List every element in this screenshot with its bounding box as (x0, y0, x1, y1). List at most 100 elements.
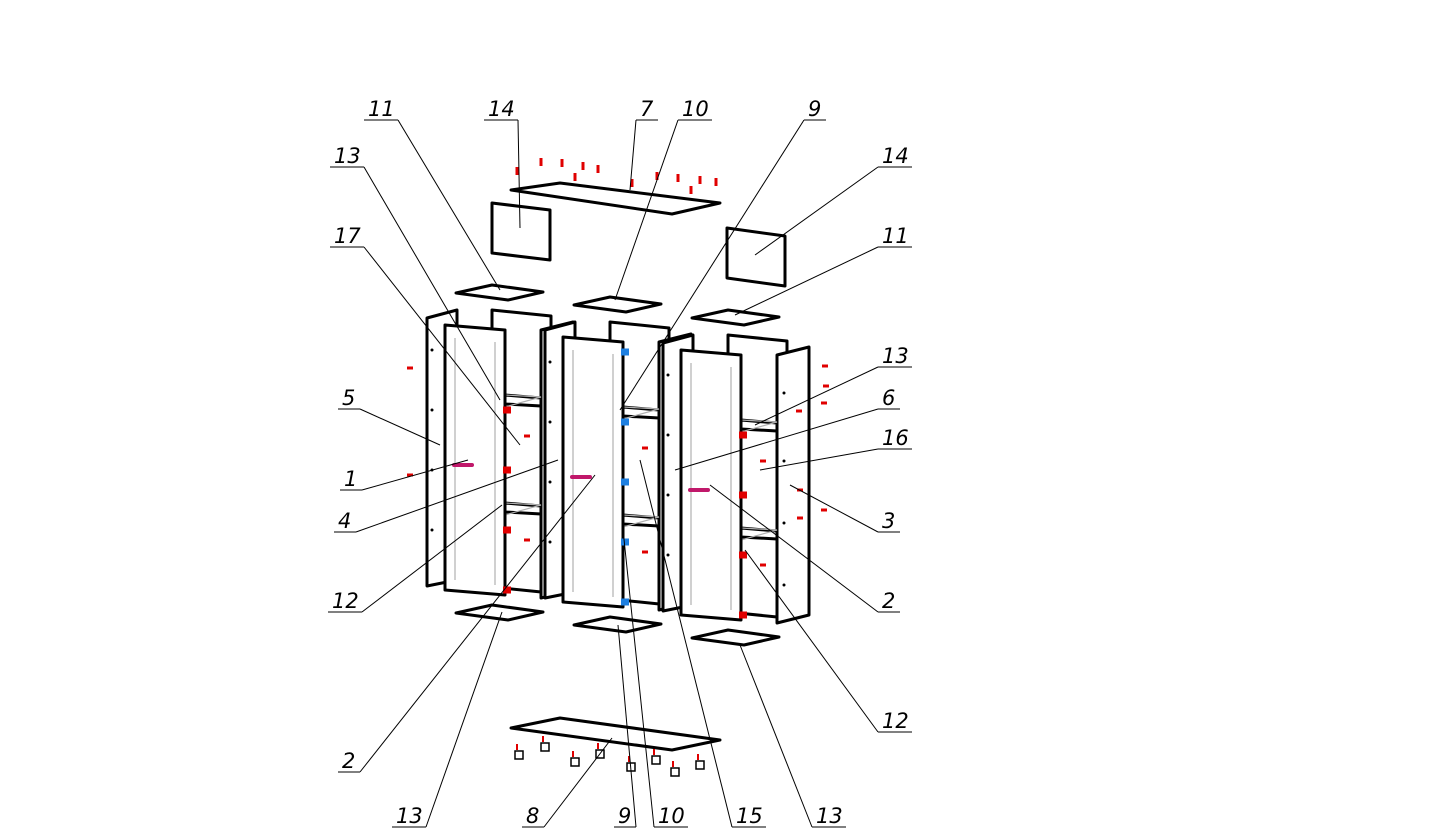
leader-line (789, 484, 879, 533)
leader-line (754, 366, 879, 426)
dowel (630, 179, 634, 187)
back-square-panel (725, 226, 787, 288)
leader-line (674, 408, 879, 471)
handle (452, 463, 474, 467)
callout-number: 7 (640, 97, 654, 121)
cam-fastener (739, 551, 747, 559)
callout-number: 2 (882, 589, 895, 613)
cam-fastener (739, 611, 747, 619)
hole (666, 373, 670, 377)
callout: 2 (709, 484, 900, 613)
callout: 7 (629, 97, 658, 191)
confirmat (642, 550, 648, 554)
confirmat (760, 459, 766, 463)
confirmat (821, 508, 827, 512)
module-bottom-plate (454, 603, 545, 622)
callout: 2 (338, 474, 596, 773)
callout-number: 15 (736, 804, 763, 828)
callout-number: 11 (882, 224, 909, 248)
leader-line (397, 119, 501, 291)
confirmat (407, 366, 413, 370)
side-panel-front (679, 348, 743, 622)
hole (782, 391, 786, 395)
side-panel-right (775, 345, 811, 625)
callout-number: 16 (882, 426, 909, 450)
callout: 10 (614, 97, 712, 301)
leader-line (425, 611, 503, 828)
dowel (596, 165, 600, 173)
callout: 13 (739, 644, 846, 828)
callout-number: 12 (882, 709, 909, 733)
cam-fastener (621, 478, 629, 486)
confirmat (823, 384, 829, 388)
confirmat (821, 401, 827, 405)
leg-foot (695, 760, 705, 770)
callout-number: 3 (882, 509, 895, 533)
back-square-panel (490, 201, 552, 262)
callout: 11 (364, 97, 501, 291)
leader-line (629, 119, 637, 191)
hole (548, 420, 552, 424)
dowel (689, 186, 693, 194)
leader-line (361, 504, 503, 613)
dowel (515, 167, 519, 175)
leader-line (621, 519, 655, 828)
bottom-plate (509, 716, 722, 752)
confirmat (760, 563, 766, 567)
leg-screw (597, 743, 599, 749)
leg-screw (697, 754, 699, 760)
callout: 8 (522, 737, 613, 828)
callout-number: 13 (816, 804, 843, 828)
callout: 15 (639, 459, 766, 828)
leg-screw (572, 751, 574, 757)
leader-line (619, 119, 805, 411)
hole (430, 528, 434, 532)
callout-number: 14 (882, 144, 909, 168)
module-top-plate (572, 295, 663, 314)
dowel (714, 178, 718, 186)
leader-line (739, 644, 813, 828)
top-plate (509, 181, 722, 216)
callout: 10 (621, 519, 688, 828)
dowel (581, 162, 585, 170)
callout: 5 (338, 386, 441, 446)
leg-foot (670, 767, 680, 777)
cam-fastener (621, 538, 629, 546)
dowel (539, 158, 543, 166)
confirmat (822, 364, 828, 368)
leader-line (361, 459, 469, 491)
leg-screw (542, 736, 544, 742)
callout-number: 6 (882, 386, 895, 410)
callout: 9 (619, 97, 826, 411)
callout: 3 (789, 484, 900, 533)
callout-number: 9 (808, 97, 821, 121)
callout: 13 (392, 611, 503, 828)
callout-number: 5 (342, 386, 355, 410)
callout-number: 8 (526, 804, 539, 828)
leader-line (759, 448, 879, 471)
leader-line (614, 119, 679, 301)
callout-number: 9 (618, 804, 631, 828)
hole (782, 521, 786, 525)
leader-line (639, 459, 733, 828)
dowel (573, 173, 577, 181)
leg-screw (672, 761, 674, 767)
leader-line (355, 459, 559, 533)
handle (688, 488, 710, 492)
callout: 12 (744, 549, 912, 733)
cam-fastener (739, 491, 747, 499)
callout-number: 1 (344, 467, 357, 491)
callout-number: 13 (882, 344, 909, 368)
callout: 1 (340, 459, 469, 491)
callout: 14 (484, 97, 521, 229)
confirmat (524, 434, 530, 438)
cam-fastener (503, 526, 511, 534)
callout-number: 13 (334, 144, 361, 168)
confirmat (642, 446, 648, 450)
module-top-plate (454, 283, 545, 302)
hole (666, 493, 670, 497)
leg-screw (628, 756, 630, 762)
hole (430, 408, 434, 412)
side-panel-front (443, 323, 507, 597)
